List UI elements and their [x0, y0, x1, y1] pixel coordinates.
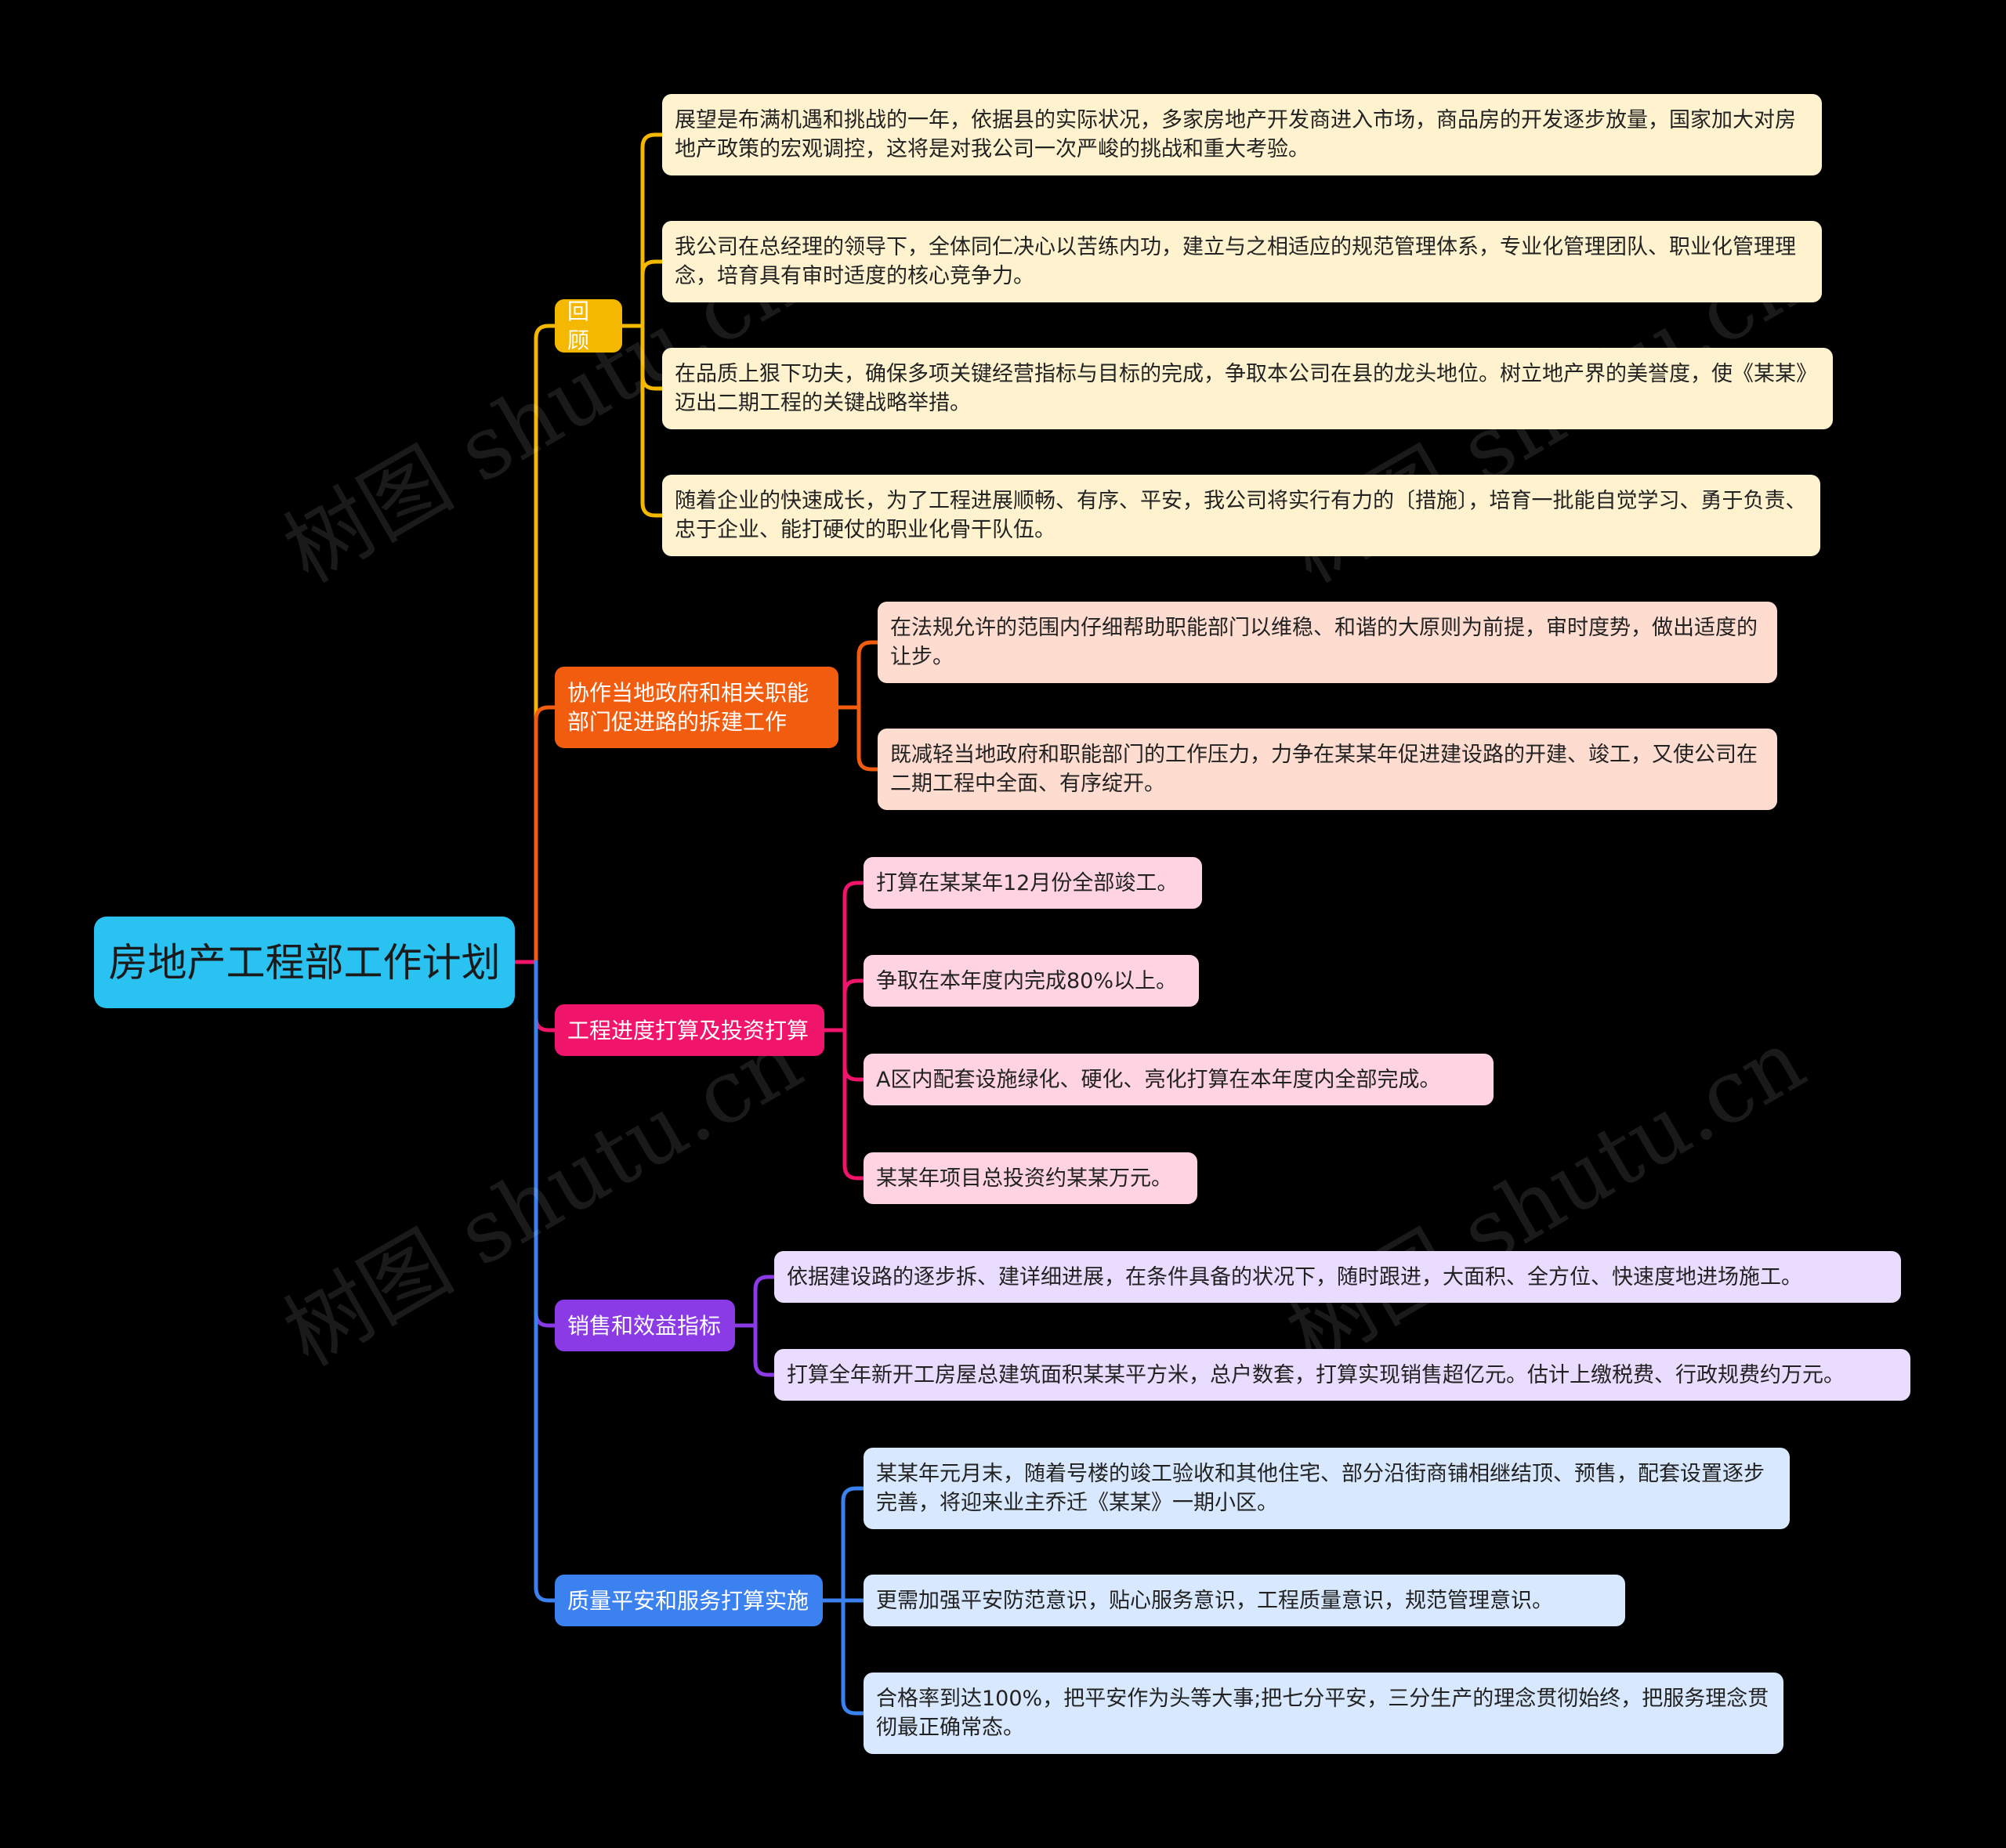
leaf-text: 争取在本年度内完成80%以上。	[876, 968, 1178, 993]
leaf-text: 合格率到达100%，把平安作为头等大事;把七分平安，三分生产的理念贯彻始终，把服…	[876, 1687, 1769, 1740]
leaf-review-2[interactable]: 我公司在总经理的领导下，全体同仁决心以苦练内功，建立与之相适应的规范管理体系，专…	[662, 221, 1822, 302]
leaf-connector	[856, 640, 880, 710]
leaf-text: 打算在某某年12月份全部竣工。	[876, 870, 1179, 895]
leaf-text: 打算全年新开工房屋总建筑面积某某平方米，总户数套，打算实现销售超亿元。估计上缴税…	[787, 1362, 1845, 1387]
leaf-connector	[856, 705, 880, 772]
branch-label: 销售和效益指标	[567, 1312, 722, 1339]
leaf-connector	[640, 324, 664, 518]
branch-review[interactable]: 回顾	[555, 298, 622, 353]
branch-label: 工程进度打算及投资打算	[567, 1017, 809, 1043]
leaf-schedule-4[interactable]: 某某年项目总投资约某某万元。	[864, 1152, 1197, 1204]
leaf-connector	[842, 978, 866, 1032]
leaf-text: 某某年元月末，随着号楼的竣工验收和其他住宅、部分沿街商铺相继结顶、预售，配套设置…	[876, 1462, 1765, 1515]
branch-quality[interactable]: 质量平安和服务打算实施	[555, 1575, 823, 1626]
leaf-quality-2[interactable]: 更需加强平安防范意识，贴心服务意识，工程质量意识，规范管理意识。	[864, 1575, 1625, 1626]
branch-connector	[534, 960, 557, 1032]
leaf-connector	[753, 1323, 777, 1377]
leaf-text: 依据建设路的逐步拆、建详细进展，在条件具备的状况下，随时跟进，大面积、全方位、快…	[787, 1264, 1802, 1289]
leaf-text: 某某年项目总投资约某某万元。	[876, 1166, 1172, 1191]
leaf-text: 展望是布满机遇和挑战的一年，依据县的实际状况，多家房地产开发商进入市场，商品房的…	[675, 108, 1796, 161]
leaf-connector	[841, 1598, 866, 1716]
leaf-review-4[interactable]: 随着企业的快速成长，为了工程进展顺畅、有序、平安，我公司将实行有力的〔措施〕，培…	[662, 475, 1820, 556]
leaf-schedule-1[interactable]: 打算在某某年12月份全部竣工。	[864, 857, 1202, 909]
branch-coordination[interactable]: 协作当地政府和相关职能部门促进路的拆建工作	[555, 667, 838, 748]
branch-label: 回顾	[567, 298, 590, 353]
leaf-review-3[interactable]: 在品质上狠下功夫，确保多项关键经营指标与目标的完成，争取本公司在县的龙头地位。树…	[662, 348, 1833, 429]
branch-label: 质量平安和服务打算实施	[567, 1587, 809, 1614]
leaf-text: 在法规允许的范围内仔细帮助职能部门以维稳、和谐的大原则为前提，审时度势，做出适度…	[890, 616, 1758, 669]
leaf-connector	[640, 324, 664, 391]
leaf-text: 更需加强平安防范意识，贴心服务意识，工程质量意识，规范管理意识。	[876, 1588, 1553, 1613]
leaf-sales-2[interactable]: 打算全年新开工房屋总建筑面积某某平方米，总户数套，打算实现销售超亿元。估计上缴税…	[774, 1349, 1910, 1401]
leaf-text: 我公司在总经理的领导下，全体同仁决心以苦练内功，建立与之相适应的规范管理体系，专…	[675, 235, 1796, 288]
root-topic-label: 房地产工程部工作计划	[108, 939, 501, 985]
leaf-quality-3[interactable]: 合格率到达100%，把平安作为头等大事;把七分平安，三分生产的理念贯彻始终，把服…	[864, 1673, 1783, 1754]
leaf-connector	[842, 1028, 866, 1082]
leaf-connector	[842, 881, 866, 1032]
leaf-quality-1[interactable]: 某某年元月末，随着号楼的竣工验收和其他住宅、部分沿街商铺相继结顶、预售，配套设置…	[864, 1448, 1790, 1529]
leaf-text: A区内配套设施绿化、硬化、亮化打算在本年度内全部完成。	[876, 1067, 1441, 1092]
leaf-coordination-1[interactable]: 在法规允许的范围内仔细帮助职能部门以维稳、和谐的大原则为前提，审时度势，做出适度…	[878, 602, 1777, 683]
branch-connector	[534, 705, 557, 964]
leaf-schedule-2[interactable]: 争取在本年度内完成80%以上。	[864, 955, 1199, 1007]
leaf-connector	[842, 1028, 866, 1181]
leaf-text: 在品质上狠下功夫，确保多项关键经营指标与目标的完成，争取本公司在县的龙头地位。树…	[675, 362, 1817, 415]
leaf-connector	[753, 1275, 777, 1328]
branch-connector	[534, 960, 557, 1603]
root-topic[interactable]: 房地产工程部工作计划	[94, 917, 515, 1008]
branch-connector	[534, 324, 557, 964]
leaf-text: 既减轻当地政府和职能部门的工作压力，力争在某某年促进建设路的开建、竣工，又使公司…	[890, 743, 1758, 796]
leaf-text: 随着企业的快速成长，为了工程进展顺畅、有序、平安，我公司将实行有力的〔措施〕，培…	[675, 489, 1807, 542]
leaf-connector	[841, 1486, 866, 1603]
leaf-connector	[640, 132, 664, 328]
leaf-coordination-2[interactable]: 既减轻当地政府和职能部门的工作压力，力争在某某年促进建设路的开建、竣工，又使公司…	[878, 729, 1777, 810]
branch-label: 协作当地政府和相关职能部门促进路的拆建工作	[567, 680, 809, 735]
branch-schedule[interactable]: 工程进度打算及投资打算	[555, 1004, 824, 1056]
branch-connector	[534, 960, 557, 1328]
leaf-sales-1[interactable]: 依据建设路的逐步拆、建详细进展，在条件具备的状况下，随时跟进，大面积、全方位、快…	[774, 1251, 1901, 1303]
leaf-review-1[interactable]: 展望是布满机遇和挑战的一年，依据县的实际状况，多家房地产开发商进入市场，商品房的…	[662, 94, 1822, 175]
branch-sales[interactable]: 销售和效益指标	[555, 1300, 735, 1351]
leaf-connector	[640, 259, 664, 328]
leaf-schedule-3[interactable]: A区内配套设施绿化、硬化、亮化打算在本年度内全部完成。	[864, 1054, 1494, 1105]
